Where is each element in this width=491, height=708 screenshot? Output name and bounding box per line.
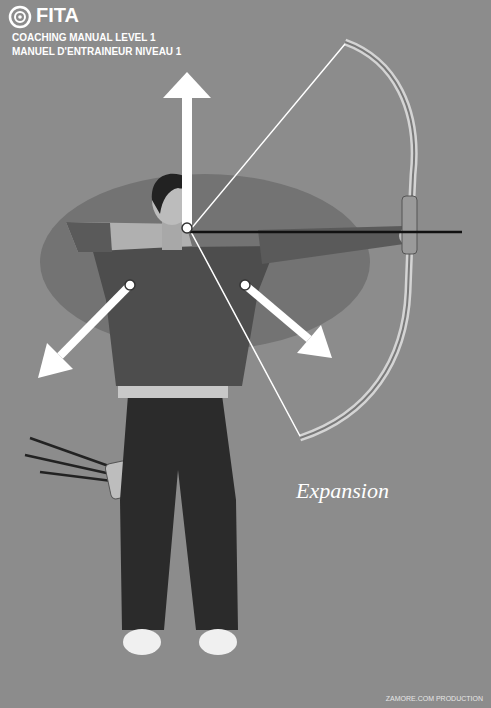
- bow-riser: [402, 196, 417, 254]
- origin-dot: [240, 280, 250, 290]
- right-arrow-shaft: [245, 285, 309, 339]
- bow-string: [190, 44, 345, 436]
- expansion-arrows: [38, 72, 332, 378]
- fita-logo-icon: [10, 7, 30, 27]
- phase-label: Expansion: [296, 478, 389, 503]
- pants: [120, 395, 238, 630]
- left-arrow-head: [38, 343, 73, 378]
- arrow-shaft: [190, 231, 462, 234]
- origin-dot: [125, 280, 135, 290]
- bow-limb: [300, 42, 414, 438]
- left-arrow-shaft: [60, 285, 130, 356]
- shoe: [199, 629, 237, 655]
- up-arrow-shaft: [182, 96, 192, 228]
- quiver: [25, 438, 134, 500]
- watermark: ZAMORE.COM PRODUCTION: [386, 695, 483, 703]
- manual-subtitle: COACHING MANUAL LEVEL 1: [12, 32, 156, 44]
- origin-dot: [182, 223, 192, 233]
- right-arrow-head: [297, 325, 332, 358]
- shirt: [92, 246, 276, 386]
- draw-sleeve: [66, 222, 112, 252]
- manual-subtitle: MANUEL D'ENTRAINEUR NIVEAU 1: [12, 46, 181, 58]
- logo-center: [18, 15, 22, 19]
- logo-ring: [10, 7, 30, 27]
- up-arrow-head: [163, 72, 211, 98]
- logo-ring: [15, 12, 25, 22]
- bow-limb-edge: [300, 42, 414, 438]
- shoe: [123, 629, 161, 655]
- manual-logo-title: FITA: [36, 4, 79, 27]
